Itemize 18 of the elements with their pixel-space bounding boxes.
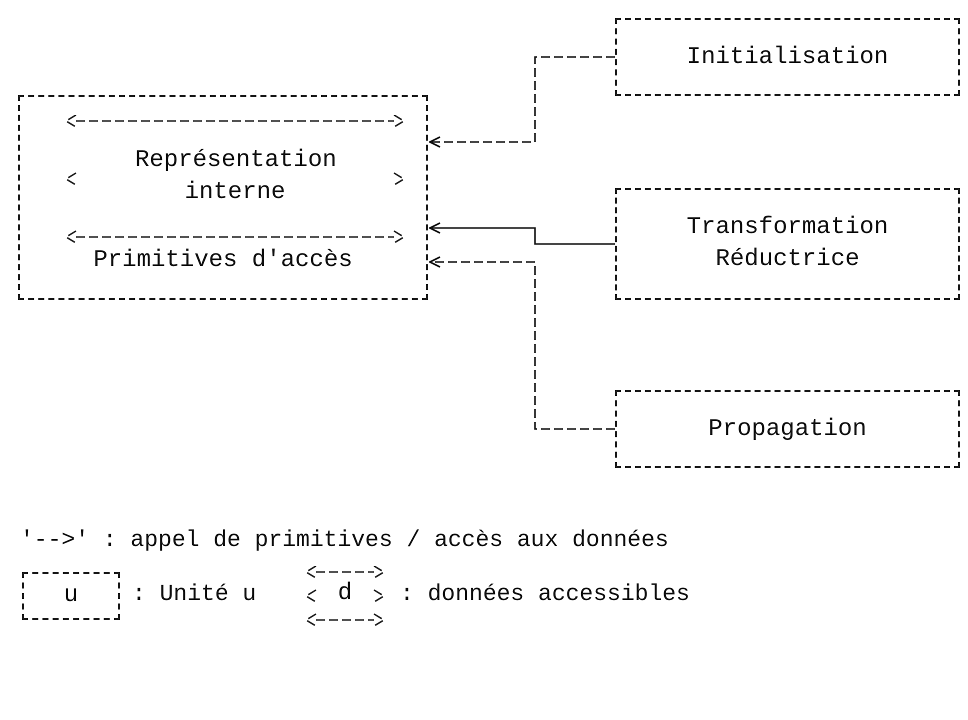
legend-note: '-->' : appel de primitives / accès aux données [20, 527, 669, 553]
unit-box [18, 95, 428, 300]
arrow [429, 256, 615, 430]
unit-title: Transformation Réductrice [686, 213, 890, 275]
arrow [429, 222, 615, 245]
unit-box [615, 390, 960, 468]
data-text: Représentation interne [135, 146, 335, 208]
arrow [429, 56, 615, 148]
unit-title: Propagation [707, 415, 868, 445]
legend-unit-box [22, 572, 120, 620]
unit-box [615, 188, 960, 300]
unit-title: Initialisation [686, 43, 890, 73]
legend-unit-text: u [62, 581, 80, 611]
access-primitives-text: Primitives d'accès [92, 246, 354, 276]
legend-data-text: d [336, 579, 354, 609]
legend-note: : Unité u [132, 581, 256, 607]
legend-note: : données accessibles [400, 581, 690, 607]
unit-box [615, 18, 960, 96]
